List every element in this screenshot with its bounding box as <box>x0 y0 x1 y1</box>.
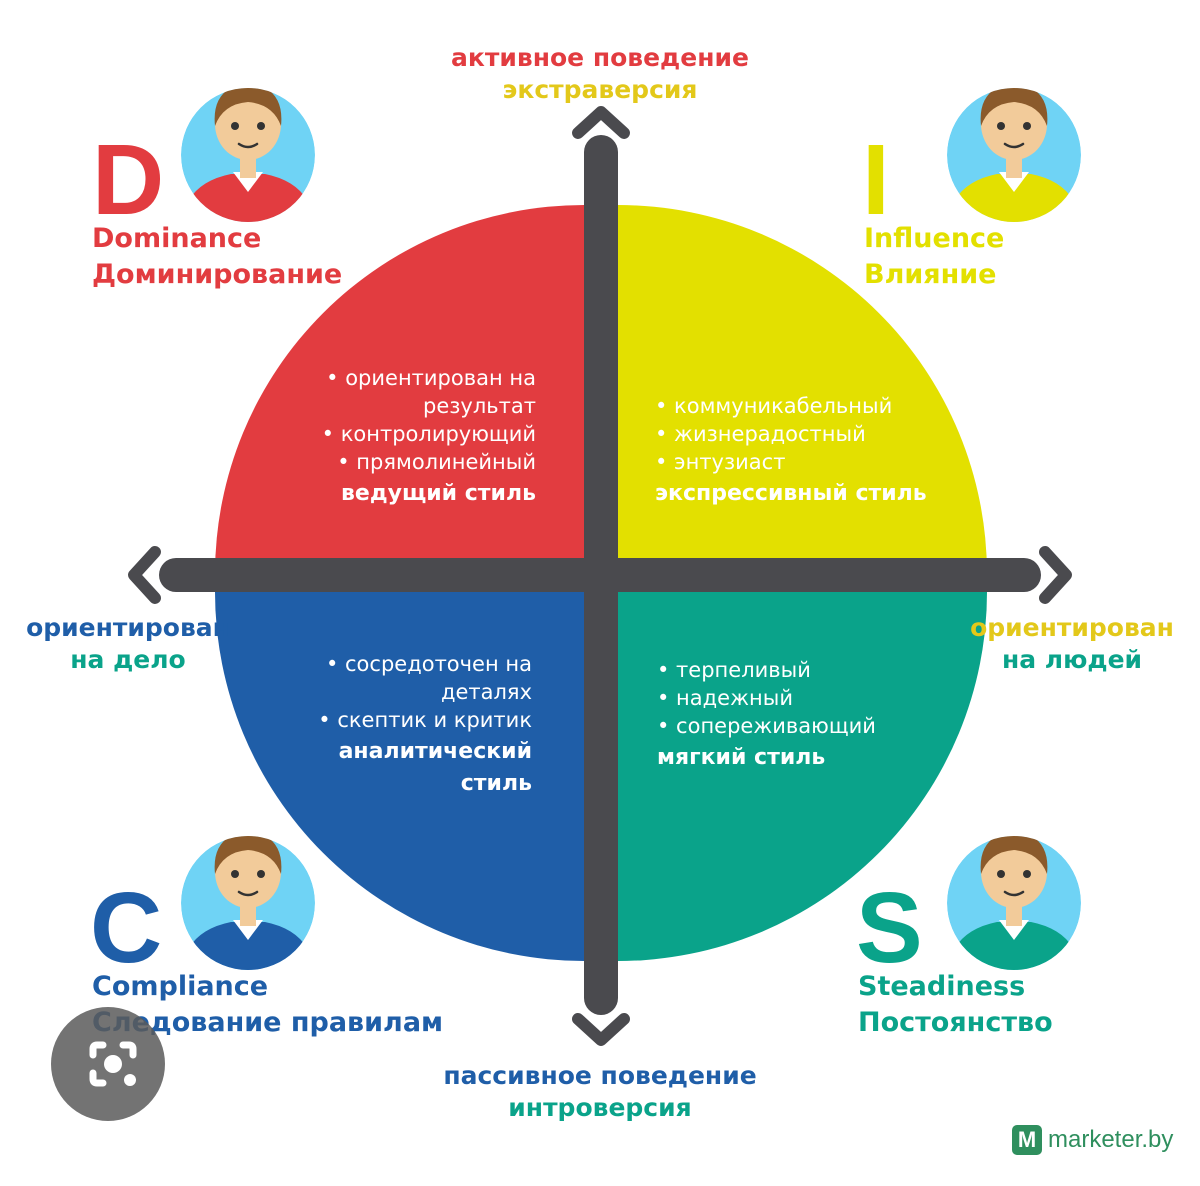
trait-item: результат <box>423 394 536 418</box>
arrow-down-icon <box>572 1013 630 1046</box>
arrow-left-icon <box>128 546 161 604</box>
type-s-name-ru: Постоянство <box>858 1007 1053 1038</box>
brand-logo-icon: M <box>1012 1125 1042 1155</box>
letter-c: C <box>90 872 163 984</box>
quadrant-d <box>215 205 584 574</box>
trait-item: • прямолинейный <box>337 450 536 474</box>
traits-d: • ориентирован на результат • контролиру… <box>286 364 536 510</box>
avatar-s <box>947 836 1081 970</box>
trait-item: • скептик и критик <box>318 708 532 732</box>
axis-bottom-label: пассивное поведение интроверсия <box>400 1060 800 1124</box>
axis-left-label: ориентирован на дело <box>20 612 236 676</box>
axis-top-line2: экстраверсия <box>502 75 698 104</box>
axis-top-label: активное поведение экстраверсия <box>400 42 800 106</box>
trait-item: • терпеливый <box>657 658 811 682</box>
brand-logo-letter: M <box>1017 1127 1037 1152</box>
trait-item: • коммуникабельный <box>655 394 893 418</box>
type-d-name-en: Dominance <box>92 223 262 254</box>
traits-c: • сосредоточен на деталях • скептик и кр… <box>286 650 532 800</box>
trait-item: • сосредоточен на <box>325 652 532 676</box>
trait-item: • жизнерадостный <box>655 422 866 446</box>
quadrant-c <box>215 592 584 961</box>
axis-right-label: ориентирован на людей <box>964 612 1180 676</box>
style-label: ведущий стиль <box>341 481 536 506</box>
trait-item: • сопереживающий <box>657 714 876 738</box>
arrow-right-icon <box>1039 546 1072 604</box>
quadrant-i <box>618 205 987 574</box>
axis-left-line2: на дело <box>70 645 186 674</box>
trait-item: • контролирующий <box>321 422 536 446</box>
traits-s: • терпеливый • надежный • сопереживающий… <box>657 656 957 774</box>
trait-item: деталях <box>440 680 532 704</box>
type-i-name-ru: Влияние <box>864 259 997 290</box>
trait-item: • ориентирован на <box>326 366 536 390</box>
trait-item: • энтузиаст <box>655 450 786 474</box>
type-i-name: Influence Влияние <box>864 221 1004 293</box>
avatar-d <box>181 88 315 222</box>
axis-top-line1: активное поведение <box>451 43 749 72</box>
type-c-name-en: Compliance <box>92 971 269 1002</box>
axis-left-line1: ориентирован <box>26 613 230 642</box>
style-label-line2: стиль <box>460 771 532 796</box>
quadrant-s <box>618 592 987 961</box>
brand-text: marketer.by <box>1048 1126 1174 1153</box>
type-s-name: Steadiness Постоянство <box>858 969 1053 1041</box>
type-s-name-en: Steadiness <box>858 971 1026 1002</box>
trait-item: • надежный <box>657 686 793 710</box>
arrow-up-icon <box>572 106 630 139</box>
avatar-c <box>181 836 315 970</box>
brand-watermark: M marketer.by <box>1012 1124 1173 1156</box>
traits-i: • коммуникабельный • жизнерадостный • эн… <box>655 392 955 510</box>
letter-i: I <box>862 124 890 236</box>
axis-right-line1: ориентирован <box>970 613 1174 642</box>
type-i-name-en: Influence <box>864 223 1005 254</box>
style-label: мягкий стиль <box>657 745 826 770</box>
type-d-name-ru: Доминирование <box>92 259 343 290</box>
letter-d: D <box>92 124 165 236</box>
style-label: экспрессивный стиль <box>655 481 927 506</box>
avatar-i <box>947 88 1081 222</box>
type-d-name: Dominance Доминирование <box>92 221 342 293</box>
axis-right-line2: на людей <box>1001 645 1143 674</box>
axis-bottom-line1: пассивное поведение <box>443 1061 757 1090</box>
camera-search-icon <box>89 1041 137 1087</box>
style-label-line1: аналитический <box>338 739 532 764</box>
letter-s: S <box>856 872 923 984</box>
axis-bottom-line2: интроверсия <box>508 1093 692 1122</box>
lens-search-button[interactable] <box>51 1007 165 1121</box>
